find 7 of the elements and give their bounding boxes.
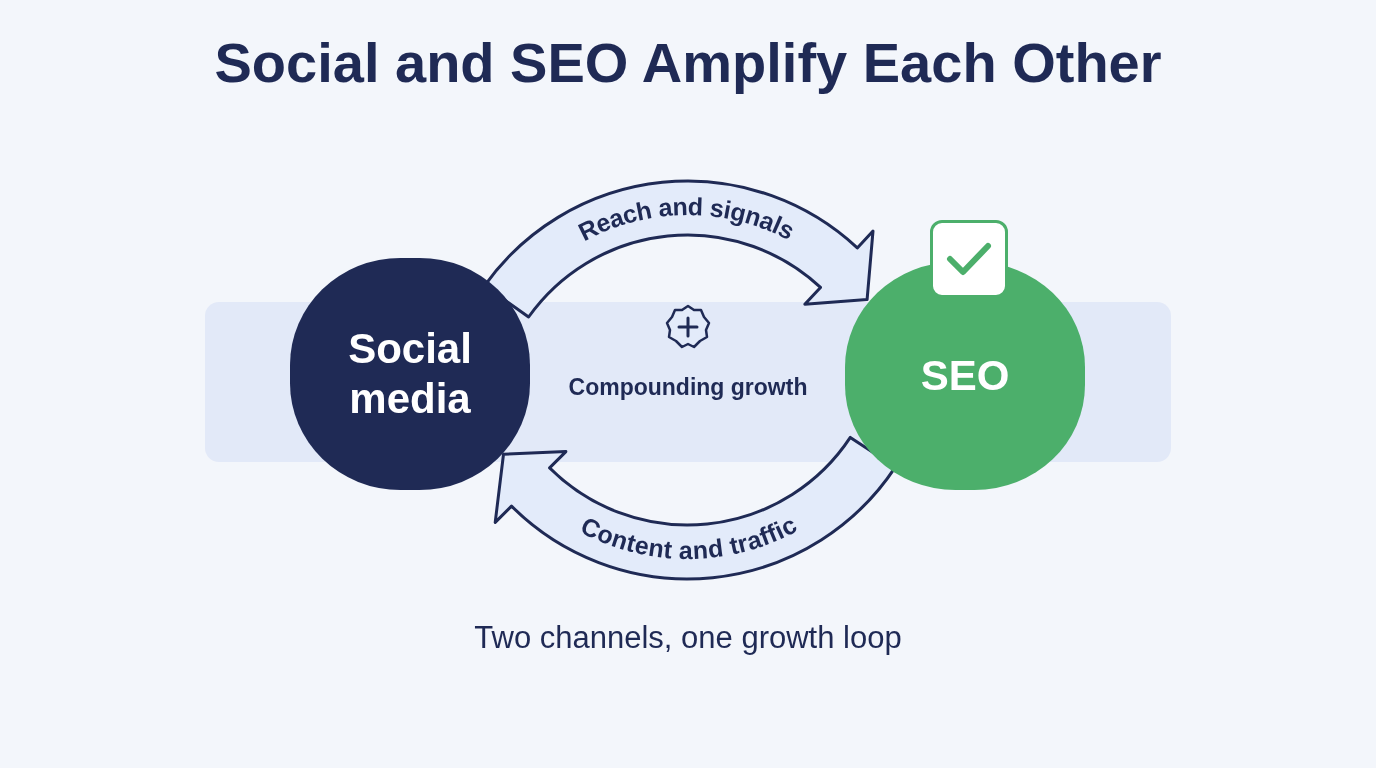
edge-label: Reach and signals bbox=[573, 191, 800, 246]
center-label: Compounding growth bbox=[567, 373, 809, 402]
title: Social and SEO Amplify Each Other bbox=[213, 30, 1163, 95]
node-label: Social media bbox=[347, 323, 473, 424]
caption: Two channels, one growth loop bbox=[473, 620, 903, 656]
node-label: SEO bbox=[920, 350, 1010, 401]
edge-label: Content and traffic bbox=[576, 509, 801, 564]
